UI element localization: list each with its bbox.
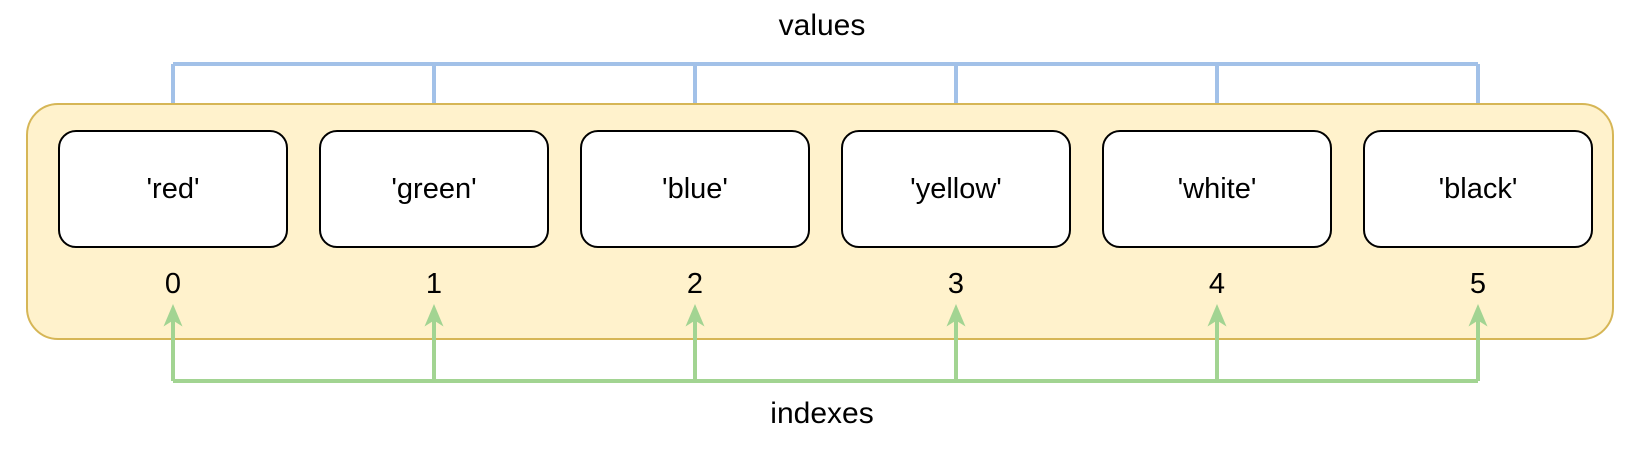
index-label: 3 bbox=[947, 268, 965, 300]
index-label: 5 bbox=[1469, 268, 1487, 300]
list-container bbox=[26, 103, 1614, 340]
value-box: 'green' bbox=[319, 130, 549, 248]
indexes-label: indexes bbox=[770, 397, 874, 430]
values-label: values bbox=[778, 9, 866, 42]
index-label: 2 bbox=[686, 268, 704, 300]
value-box: 'white' bbox=[1102, 130, 1332, 248]
index-label: 1 bbox=[425, 268, 443, 300]
value-text: 'yellow' bbox=[910, 172, 1002, 205]
value-box: 'yellow' bbox=[841, 130, 1071, 248]
value-text: 'black' bbox=[1438, 172, 1518, 205]
index-label: 0 bbox=[164, 268, 182, 300]
value-box: 'blue' bbox=[580, 130, 810, 248]
value-text: 'blue' bbox=[662, 172, 728, 205]
value-box: 'red' bbox=[58, 130, 288, 248]
value-text: 'green' bbox=[391, 172, 477, 205]
index-label: 4 bbox=[1208, 268, 1226, 300]
value-text: 'red' bbox=[146, 172, 200, 205]
value-box: 'black' bbox=[1363, 130, 1593, 248]
value-text: 'white' bbox=[1177, 172, 1257, 205]
